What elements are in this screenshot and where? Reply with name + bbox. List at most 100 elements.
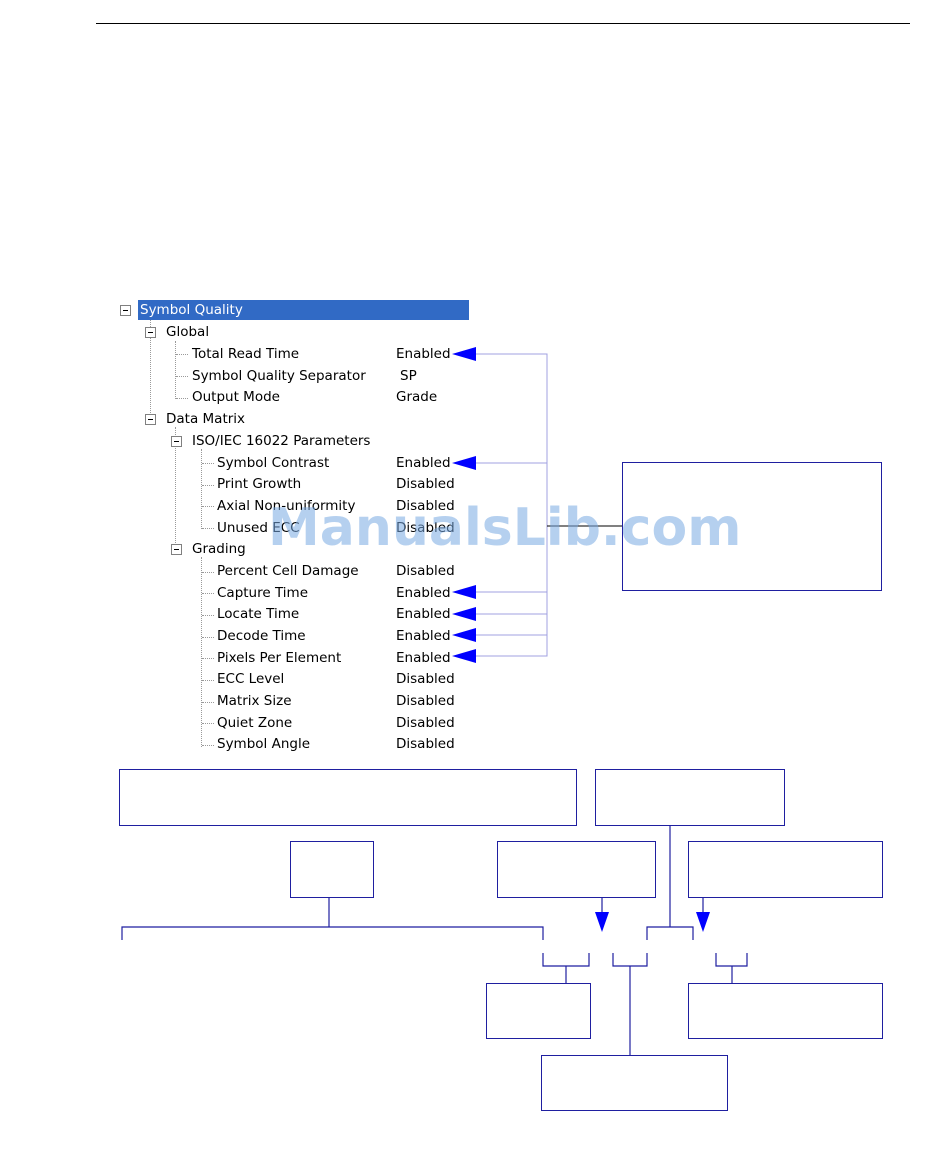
tree-guide bbox=[202, 615, 214, 616]
item-label: Quiet Zone bbox=[217, 715, 293, 731]
item-label: Unused ECC bbox=[217, 520, 300, 536]
tree-item-locate-time[interactable]: Locate Time Enabled bbox=[0, 604, 460, 624]
item-value: Disabled bbox=[396, 563, 455, 579]
tree-guide bbox=[202, 572, 214, 573]
tree-guide bbox=[202, 745, 214, 746]
callout-box-small bbox=[290, 841, 374, 898]
tree-node-label: Global bbox=[166, 324, 210, 340]
tree-item-total-read-time[interactable]: Total Read Time Enabled bbox=[0, 344, 460, 364]
callout-box-top-right bbox=[595, 769, 785, 826]
tree-node-label: Symbol Quality bbox=[140, 302, 243, 318]
item-label: Locate Time bbox=[217, 606, 300, 622]
item-value: SP bbox=[400, 368, 417, 384]
tree-guide bbox=[175, 341, 176, 399]
tree-guide bbox=[175, 427, 176, 549]
callout-box-wide bbox=[119, 769, 577, 826]
tree-guide bbox=[202, 658, 214, 659]
callout-box-bottom-left bbox=[486, 983, 591, 1039]
callout-box-mid bbox=[497, 841, 656, 898]
callout-box-bottom-right bbox=[688, 983, 883, 1039]
bracket-line bbox=[612, 953, 648, 967]
collapse-toggle-icon[interactable] bbox=[120, 305, 131, 316]
item-value: Disabled bbox=[396, 671, 455, 687]
tree-node-iso-parameters[interactable]: ISO/IEC 16022 Parameters bbox=[0, 431, 460, 451]
collapse-toggle-icon[interactable] bbox=[171, 544, 182, 555]
item-value: Enabled bbox=[396, 628, 451, 644]
header-rule bbox=[96, 23, 910, 24]
item-label: Matrix Size bbox=[217, 693, 292, 709]
tree-item-ecc-level[interactable]: ECC Level Disabled bbox=[0, 669, 460, 689]
bracket-line bbox=[542, 953, 590, 967]
tree-guide bbox=[150, 318, 151, 421]
item-value: Disabled bbox=[396, 736, 455, 752]
item-label: Print Growth bbox=[217, 476, 302, 492]
item-value: Disabled bbox=[396, 476, 455, 492]
bracket-line bbox=[715, 953, 748, 967]
tree-guide bbox=[176, 398, 188, 399]
tree-node-grading[interactable]: Grading bbox=[0, 539, 460, 559]
tree-item-pixels-per-element[interactable]: Pixels Per Element Enabled bbox=[0, 648, 460, 668]
tree-guide bbox=[202, 637, 214, 638]
tree-item-decode-time[interactable]: Decode Time Enabled bbox=[0, 626, 460, 646]
item-label: Axial Non-uniformity bbox=[217, 498, 356, 514]
tree-item-axial-non-uniformity[interactable]: Axial Non-uniformity Disabled bbox=[0, 496, 460, 516]
tree-item-capture-time[interactable]: Capture Time Enabled bbox=[0, 583, 460, 603]
tree-item-print-growth[interactable]: Print Growth Disabled bbox=[0, 474, 460, 494]
item-label: Output Mode bbox=[192, 389, 280, 405]
tree-guide bbox=[201, 557, 202, 747]
collapse-toggle-icon[interactable] bbox=[145, 414, 156, 425]
tree-item-symbol-angle[interactable]: Symbol Angle Disabled bbox=[0, 734, 460, 754]
tree-item-unused-ecc[interactable]: Unused ECC Disabled bbox=[0, 518, 460, 538]
tree-guide bbox=[202, 463, 214, 464]
item-label: Symbol Contrast bbox=[217, 455, 330, 471]
item-value: Enabled bbox=[396, 346, 451, 362]
symbol-quality-tree: Symbol Quality Global Total Read Time En… bbox=[0, 300, 469, 754]
item-value: Enabled bbox=[396, 585, 451, 601]
tree-item-quiet-zone[interactable]: Quiet Zone Disabled bbox=[0, 713, 460, 733]
tree-guide bbox=[202, 723, 214, 724]
tree-item-symbol-quality-separator[interactable]: Symbol Quality Separator SP bbox=[0, 366, 460, 386]
tree-item-output-mode[interactable]: Output Mode Grade bbox=[0, 387, 460, 407]
arrow-icon bbox=[696, 912, 710, 932]
item-value: Enabled bbox=[396, 650, 451, 666]
item-label: Symbol Quality Separator bbox=[192, 368, 366, 384]
watermark-text: ManualsLib.com bbox=[268, 498, 742, 558]
tree-guide bbox=[202, 506, 214, 507]
bracket-line bbox=[121, 926, 544, 940]
item-label: Pixels Per Element bbox=[217, 650, 342, 666]
callout-box-right bbox=[622, 462, 882, 591]
item-label: ECC Level bbox=[217, 671, 285, 687]
tree-node-label: Data Matrix bbox=[166, 411, 246, 427]
tree-guide bbox=[202, 528, 214, 529]
tree-item-percent-cell-damage[interactable]: Percent Cell Damage Disabled bbox=[0, 561, 460, 581]
item-label: Total Read Time bbox=[192, 346, 300, 362]
tree-item-matrix-size[interactable]: Matrix Size Disabled bbox=[0, 691, 460, 711]
item-label: Percent Cell Damage bbox=[217, 563, 359, 579]
tree-item-symbol-contrast[interactable]: Symbol Contrast Enabled bbox=[0, 453, 460, 473]
item-value: Disabled bbox=[396, 498, 455, 514]
tree-node-symbol-quality[interactable]: Symbol Quality bbox=[138, 300, 469, 320]
tree-guide bbox=[201, 449, 202, 529]
item-value: Grade bbox=[396, 389, 438, 405]
item-label: Symbol Angle bbox=[217, 736, 310, 752]
bracket-line bbox=[646, 926, 694, 940]
tree-guide bbox=[176, 354, 188, 355]
collapse-toggle-icon[interactable] bbox=[145, 327, 156, 338]
tree-node-label: ISO/IEC 16022 Parameters bbox=[192, 433, 371, 449]
item-value: Disabled bbox=[396, 693, 455, 709]
item-label: Capture Time bbox=[217, 585, 309, 601]
tree-guide bbox=[202, 593, 214, 594]
item-value: Enabled bbox=[396, 606, 451, 622]
callout-box-bottom-center bbox=[541, 1055, 728, 1111]
tree-node-data-matrix[interactable]: Data Matrix bbox=[0, 409, 460, 429]
callout-box-right-mid bbox=[688, 841, 883, 898]
item-label: Decode Time bbox=[217, 628, 306, 644]
item-value: Enabled bbox=[396, 455, 451, 471]
tree-guide bbox=[202, 485, 214, 486]
tree-node-label: Grading bbox=[192, 541, 246, 557]
collapse-toggle-icon[interactable] bbox=[171, 436, 182, 447]
tree-guide bbox=[202, 702, 214, 703]
tree-node-global[interactable]: Global bbox=[0, 322, 460, 342]
arrow-icon bbox=[595, 912, 609, 932]
tree-guide bbox=[202, 680, 214, 681]
